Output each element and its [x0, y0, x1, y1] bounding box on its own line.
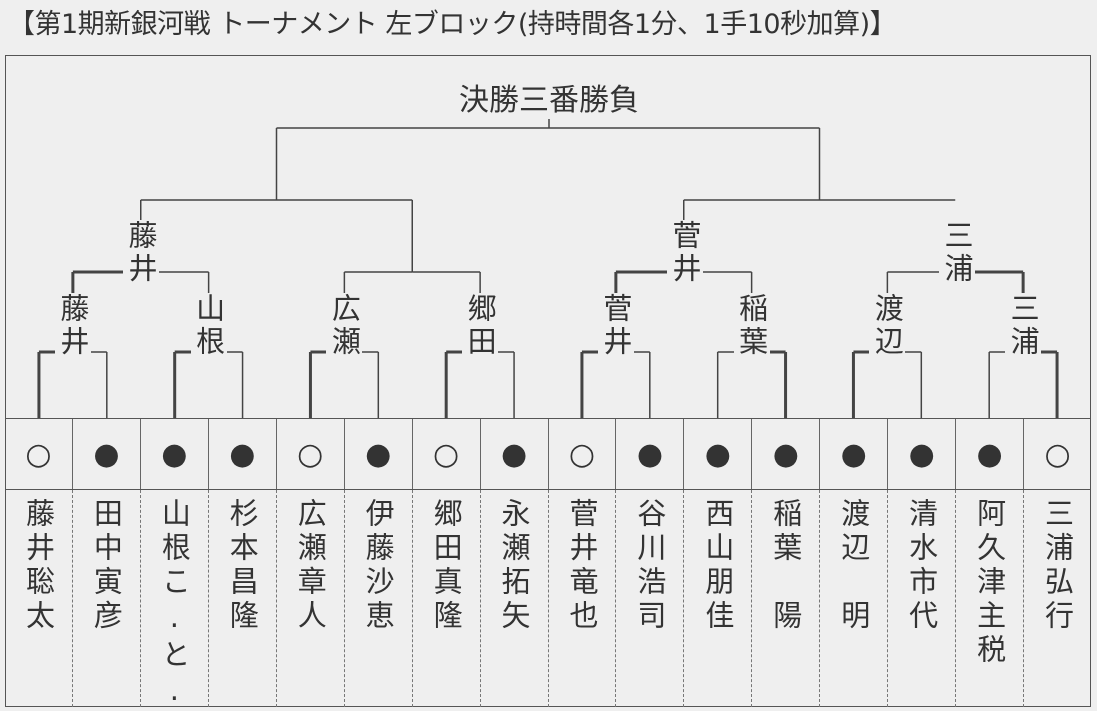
- round1-winner-label: 広瀬: [326, 293, 363, 359]
- player-names-row: 藤井聡太田中寅彦山根こ.と.み杉本昌隆広瀬章人伊藤沙恵郷田真隆永瀬拓矢菅井竜也谷…: [5, 490, 1091, 711]
- semifinal-winner-3: 三浦: [939, 220, 975, 286]
- loss-mark: ●: [752, 419, 821, 489]
- final-label: 決勝三番勝負: [457, 75, 641, 119]
- player-name: 山根こ.と.み: [157, 498, 192, 711]
- player-name: 藤井聡太: [21, 498, 56, 634]
- player-column: 藤井聡太: [5, 490, 73, 707]
- player-column: 広瀬章人: [277, 490, 345, 707]
- round1-winner-label: 稲葉: [733, 293, 770, 359]
- round1-winner-label: 菅井: [597, 293, 634, 359]
- player-column: 谷川浩司: [616, 490, 685, 707]
- win-mark: ○: [1044, 436, 1071, 472]
- player-name: 三浦弘行: [1040, 498, 1075, 634]
- player-column: 田中寅彦: [73, 490, 141, 707]
- player-column: 杉本昌隆: [209, 490, 277, 707]
- player-name: 渡辺 明: [836, 498, 871, 634]
- player-column: 山根こ.と.み: [141, 490, 209, 711]
- result-marks-row: ○●●●○●○●○●●●●●●○: [5, 418, 1091, 490]
- player-column: 稲葉 陽: [752, 490, 821, 707]
- loss-mark: ●: [820, 419, 889, 489]
- player-name: 永瀬拓矢: [497, 498, 532, 634]
- loss-mark: ●: [888, 419, 957, 489]
- player-name: 田中寅彦: [89, 498, 124, 634]
- loss-mark: ●: [481, 419, 549, 489]
- round1-winner-label: 藤井: [54, 293, 91, 359]
- round1-winner-label: 三浦: [1005, 293, 1042, 359]
- round1-winner-label: 渡辺: [869, 293, 906, 359]
- semifinal-winner-1: 藤井: [123, 220, 159, 286]
- player-name: 谷川浩司: [632, 498, 667, 634]
- win-mark: ○: [549, 419, 617, 489]
- player-name: 清水市代: [904, 498, 939, 634]
- player-name: 菅井竜也: [564, 498, 599, 634]
- win-mark: ○: [5, 419, 73, 489]
- player-column: 清水市代: [888, 490, 957, 707]
- loss-mark: ●: [209, 419, 277, 489]
- player-name: 稲葉 陽: [768, 498, 803, 634]
- player-column: 西山朋佳: [684, 490, 753, 707]
- loss-mark: ●: [345, 419, 413, 489]
- loss-mark: ●: [141, 419, 209, 489]
- loss-mark: ●: [956, 419, 1025, 489]
- player-name: 杉本昌隆: [225, 498, 260, 634]
- player-column: 阿久津主税: [956, 490, 1025, 707]
- round1-winner-label: 山根: [190, 293, 227, 359]
- player-name: 伊藤沙恵: [361, 498, 396, 634]
- player-column: 渡辺 明: [820, 490, 889, 707]
- win-mark: ○: [413, 419, 481, 489]
- loss-mark: ●: [616, 419, 685, 489]
- loss-mark: ●: [73, 419, 141, 489]
- player-column: 伊藤沙恵: [345, 490, 413, 707]
- round1-winner-label: 郷田: [462, 293, 499, 359]
- player-column: 郷田真隆: [413, 490, 481, 707]
- player-column: 永瀬拓矢: [481, 490, 549, 707]
- player-column: 三浦弘行: [1024, 490, 1091, 707]
- player-name: 西山朋佳: [700, 498, 735, 634]
- loss-mark: ●: [684, 419, 753, 489]
- player-column: 菅井竜也: [549, 490, 617, 707]
- page-title: 【第1期新銀河戦 トーナメント 左ブロック(持時間各1分、1手10秒加算)】: [8, 9, 897, 40]
- player-name: 阿久津主税: [972, 498, 1007, 668]
- player-name: 郷田真隆: [429, 498, 464, 634]
- player-name: 広瀬章人: [293, 498, 328, 634]
- semifinal-winner-2: 菅井: [667, 220, 703, 286]
- win-mark: ○: [277, 419, 345, 489]
